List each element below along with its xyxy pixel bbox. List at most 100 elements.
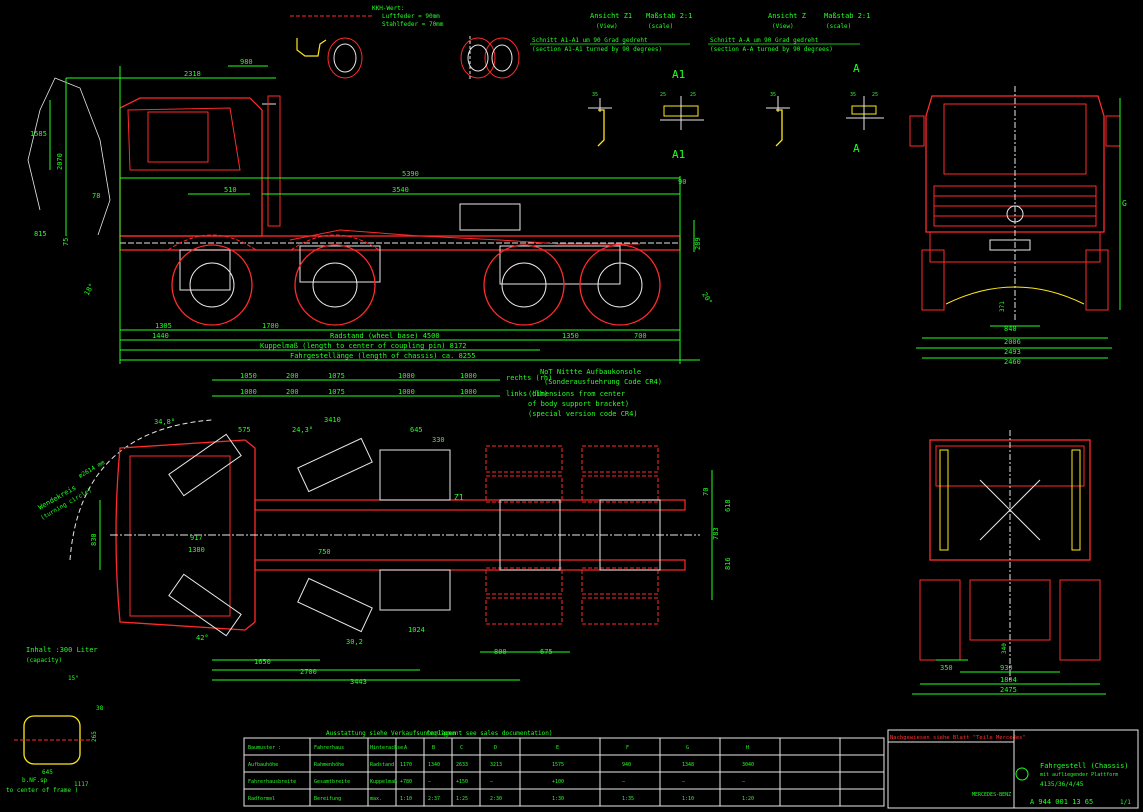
tb-r2c10: — [742,779,746,785]
tb-r0c8: F [626,745,629,751]
schnitt-a1-en: (section A1-A1 turned by 90 degrees) [532,46,662,53]
angle-20: 20° [700,291,713,306]
dim-1585: 1585 [30,130,47,138]
plan-dim-800: 800 [494,648,507,656]
dim-700: 700 [634,332,647,340]
tb-r2c8: — [622,779,626,785]
dim-1700: 1700 [262,322,279,330]
plan-view: 1050 200 1075 1000 1000 1000 200 1075 10… [37,368,732,686]
dim-289: 289 [694,237,702,250]
tb-r1c2: Radstand [370,762,394,768]
tb-model: 4135/36/4/45 [1040,781,1084,788]
section-a1-top: A1 [672,68,685,81]
tb-r3c4: 2:37 [428,796,440,802]
rear-dim-350: 350 [940,664,953,672]
plan-dim-645: 645 [410,426,423,434]
plan-dim-330: 330 [432,436,445,444]
schnitt-a1: Schnitt A1-A1 um 90 Grad gedreht [532,37,648,44]
tb-brand: MERCEDES-BENZ [972,792,1011,798]
tb-r0c6: D [494,745,497,751]
nut-line4: (special version code CR4) [528,410,638,418]
luftfeder-label: Luftfeder = 90mm [382,13,440,20]
tb-r3c1: Bereifung [314,796,341,802]
tb-hint2: (equipment see sales documentation) [426,730,552,737]
plan-dim-575: 575 [238,426,251,434]
schnitt-a-en: (section A-A turned by 90 degrees) [710,46,833,53]
dim-1440: 1440 [152,332,169,340]
rear-dim-2475: 2475 [1000,686,1017,694]
plan-dim-200: 200 [286,372,299,380]
plan-dim-30-2: 30,2 [346,638,363,646]
dim-815: 815 [34,230,47,238]
tb-r1c8: 940 [622,762,631,768]
dim-2318: 2318 [184,70,201,78]
tb-drawing-sub: mit aufliegender Plattform [1040,772,1118,778]
radstand-label: Radstand (wheel base) 4500 [330,332,440,340]
tb-hint: Ausstattung siehe Verkaufsunterlagen [326,730,456,737]
front-dim-2006: 2006 [1004,338,1021,346]
rear-dim-340: 340 [1001,643,1008,654]
tb-company-head: Nachgewiesen siehe Blatt "Teile Mercedes… [890,735,1026,741]
side-view: 2318 980 5390 3540 510 90 1585 2070 815 … [27,58,714,364]
tb-r0c3: A [404,745,407,751]
tb-r3c0: Radformel [248,796,275,802]
plan-dim-1650: 1650 [254,658,271,666]
plan-dim-3410: 3410 [324,416,341,424]
plan-dim-816: 816 [724,557,732,570]
tb-r1c9: 1348 [682,762,694,768]
ansicht-z: Ansicht Z [768,12,806,20]
cross-sections: A1 A1 A A 35 25 25 35 35 25 [588,62,884,161]
coupling-detail [290,15,520,80]
plan-angle-34: 34,8° [154,418,175,426]
front-g-mark: G [1122,199,1127,208]
front-dim-371: 371 [999,301,1006,312]
plan-dim-1000a: 1000 [398,372,415,380]
plan-dim2-1000b: 1000 [460,388,477,396]
tank-dim-645: 645 [42,769,53,776]
plan-dim2-1000a: 1000 [398,388,415,396]
tb-r2c7: +100 [552,779,564,785]
plan-dim2-1075: 1075 [328,388,345,396]
rechts-label: rechts (rh) [506,374,552,382]
plan-dim-830: 830 [90,533,98,546]
tb-r2c3: +780 [400,779,412,785]
tb-r0c9: G [686,745,689,751]
cs-dim-5: 35 [850,92,856,98]
front-dim-2493: 2493 [1004,348,1021,356]
tb-r1c0: Aufbauhöhe [248,762,278,768]
plan-dim-675: 675 [540,648,553,656]
plan-dim2-1000: 1000 [240,388,257,396]
side-dimensions: 2318 980 5390 3540 510 90 1585 2070 815 … [30,58,714,364]
dim-510: 510 [224,186,237,194]
tb-r2c0: Fahrerhausbreite [248,779,296,785]
tb-sheet: 1/1 [1120,799,1131,806]
front-dim-2460: 2460 [1004,358,1021,366]
dim-78: 78 [92,192,100,200]
cs-dim-2: 25 [660,92,666,98]
ansicht-z-en: (View) [772,23,794,30]
tank-bnf: b.NF.sp [22,777,48,784]
title-block: Ausstattung siehe Verkaufsunterlagen (eq… [243,729,1139,809]
plan-dim-1380: 1380 [188,546,205,554]
plan-angle-24: 24,3° [292,426,313,434]
dim-3540: 3540 [392,186,409,194]
plan-dim-917: 917 [190,534,203,542]
nut-title: NoT Nittte Aufbaukonsole [540,368,641,376]
tb-r3c8: 1:35 [622,796,634,802]
nut-line3: of body support bracket) [528,400,629,408]
massstab-z1-en: (scale) [648,23,673,30]
tb-r2c5: +150 [456,779,468,785]
stahlfeder-label: Stahlfeder = 70mm [382,21,444,28]
tb-r0c0: Baumuster : [248,745,281,751]
nut-line1: (Sonderausfuehrung Code CR4) [544,378,662,386]
tb-drawing-title: Fahrgestell (Chassis) [1040,762,1129,770]
tb-r1c4: 1340 [428,762,440,768]
dim-1305: 1305 [155,322,172,330]
tb-number: A 944 001 13 65 [1030,798,1093,806]
dim-2070: 2070 [56,153,64,170]
mercedes-star-icon [1015,767,1029,781]
plan-dim2-200: 200 [286,388,299,396]
tb-r0c2: Hinterachse [370,745,403,751]
rear-view: 350 930 1804 2475 340 [912,430,1106,695]
